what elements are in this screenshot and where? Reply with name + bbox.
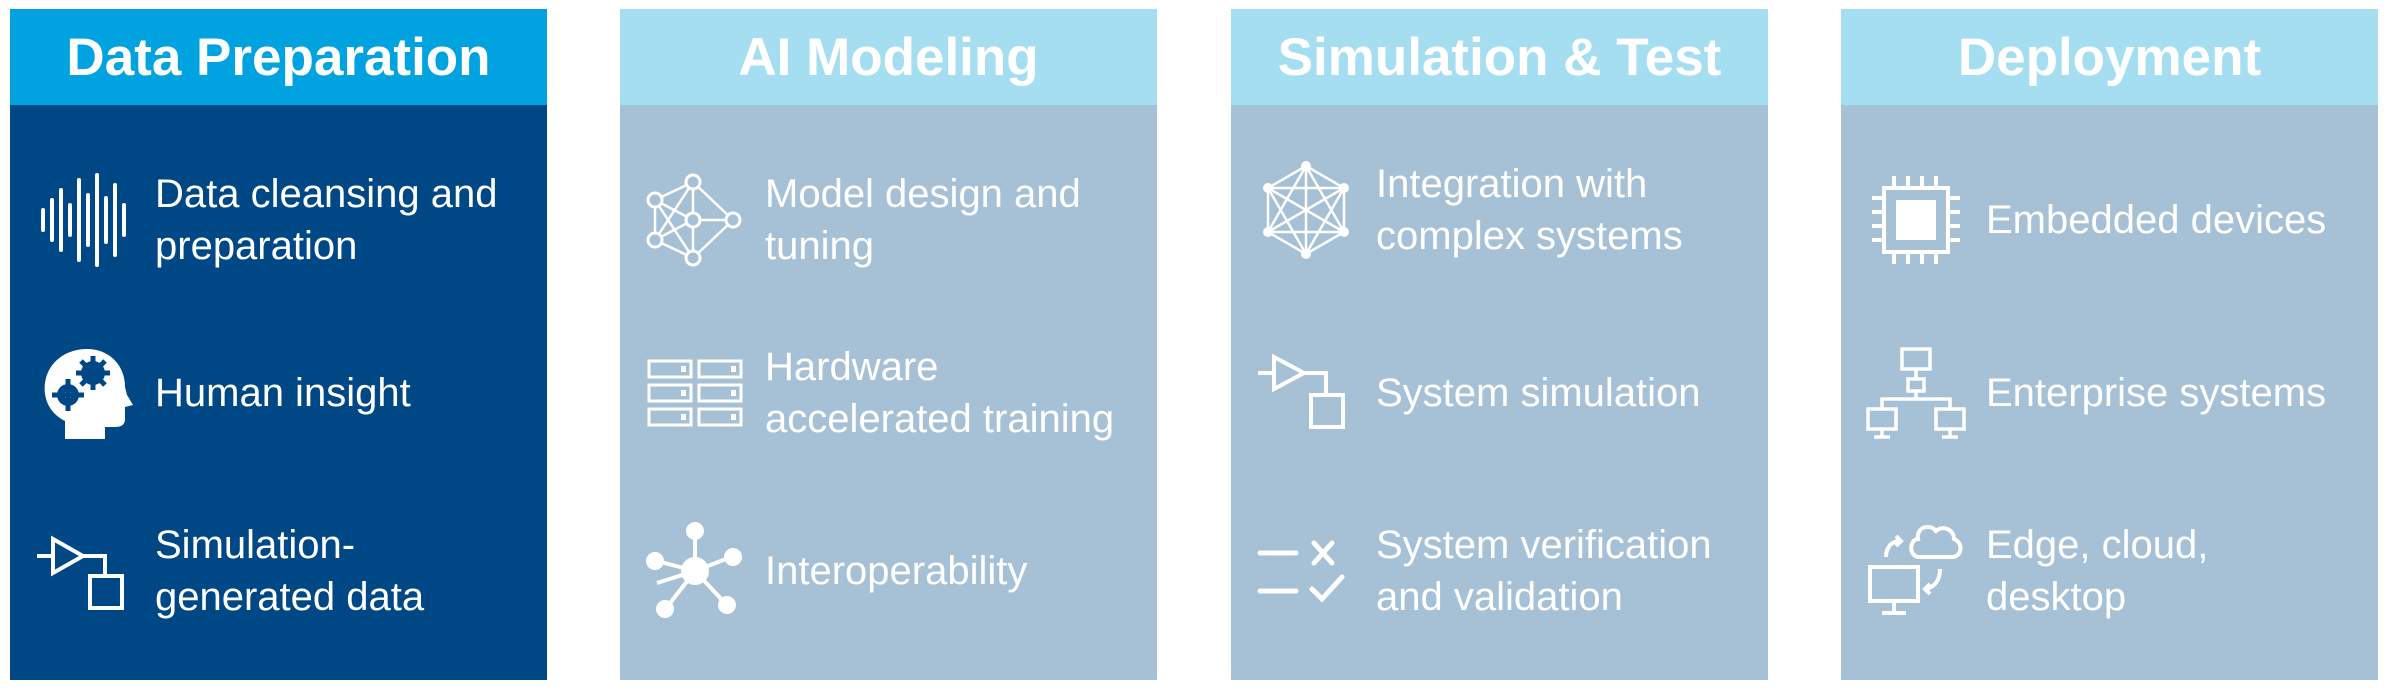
item-label: Model design and tuning (765, 172, 1081, 268)
column-header: AI Modeling (620, 9, 1157, 105)
list-item: Model design and tuning (620, 145, 1157, 295)
list-item: Human insight (10, 318, 547, 468)
list-item: Simulation- generated data (10, 496, 547, 646)
item-label: Edge, cloud, desktop (1986, 523, 2209, 619)
item-label: Hardware accelerated training (765, 345, 1115, 441)
item-label: System verification and validation (1376, 523, 1712, 619)
chip-icon (1866, 170, 1966, 270)
list-item: Edge, cloud, desktop (1841, 496, 2378, 646)
column-ai-modeling: AI Modeling Model des (620, 9, 1157, 680)
list-item: Hardware accelerated training (620, 318, 1157, 468)
item-label: Human insight (155, 371, 411, 415)
list-item: System simulation (1231, 318, 1768, 468)
block-diagram-icon (35, 521, 135, 621)
list-item: System verification and validation (1231, 496, 1768, 646)
cloud-desktop-icon (1866, 521, 1966, 621)
hub-network-icon (645, 521, 745, 621)
item-label: System simulation (1376, 371, 1701, 415)
list-item: Integration with complex systems (1231, 135, 1768, 285)
column-simulation-test: Simulation & Test Integration with compl (1231, 9, 1768, 680)
block-diagram-icon (1256, 343, 1356, 443)
server-rack-icon (645, 343, 745, 443)
head-gears-icon (35, 343, 135, 443)
column-body: Model design and tuning Hardware acceler… (620, 105, 1157, 680)
item-label: Simulation- generated data (155, 523, 425, 619)
waveform-icon (35, 170, 135, 270)
list-item: Embedded devices (1841, 145, 2378, 295)
list-item: Enterprise systems (1841, 318, 2378, 468)
column-data-preparation: Data Preparation Data cleansing and prep… (10, 9, 547, 680)
column-header: Data Preparation (10, 9, 547, 105)
mesh-network-icon (1256, 160, 1356, 260)
checklist-icon (1256, 521, 1356, 621)
neural-network-icon (645, 170, 745, 270)
item-label: Interoperability (765, 549, 1028, 593)
list-item: Interoperability (620, 496, 1157, 646)
item-label: Integration with complex systems (1376, 162, 1683, 258)
column-body: Data cleansing and preparation Human ins… (10, 105, 547, 680)
column-body: Embedded devices Enterprise systems (1841, 105, 2378, 680)
item-label: Embedded devices (1986, 198, 2327, 242)
item-label: Enterprise systems (1986, 371, 2327, 415)
list-item: Data cleansing and preparation (10, 145, 547, 295)
column-deployment: Deployment Embedded devices (1841, 9, 2378, 680)
column-header: Simulation & Test (1231, 9, 1768, 105)
column-header: Deployment (1841, 9, 2378, 105)
network-tree-icon (1866, 343, 1966, 443)
item-label: Data cleansing and preparation (155, 172, 498, 268)
column-body: Integration with complex systems System … (1231, 105, 1768, 680)
